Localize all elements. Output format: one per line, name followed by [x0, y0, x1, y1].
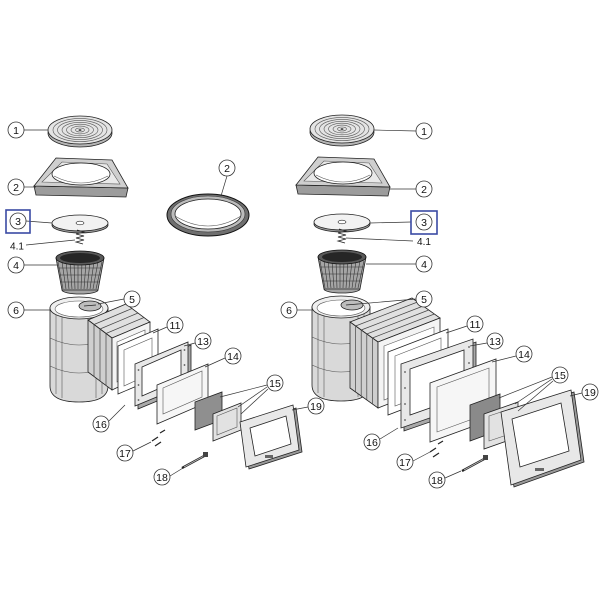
assembly-left: [33, 115, 303, 470]
callout-2-left: 2: [7, 178, 25, 196]
plate-left: [51, 214, 109, 234]
callout-17-left: 17: [116, 444, 134, 462]
callout-6-left: 6: [7, 301, 25, 319]
lid-left: [47, 115, 113, 148]
svg-text:6: 6: [13, 305, 19, 317]
callout-11-right: 11: [466, 315, 484, 333]
svg-text:5: 5: [129, 294, 135, 306]
callout-1-right: 1: [415, 122, 433, 140]
highlight-box-left: [5, 209, 31, 234]
callout-19-left: 19: [307, 397, 325, 415]
screws-17-left: [151, 429, 166, 447]
callout-15-left: 15: [266, 374, 284, 392]
basket-right: [317, 249, 367, 294]
svg-text:16: 16: [366, 437, 378, 449]
svg-text:13: 13: [197, 336, 209, 348]
svg-text:14: 14: [518, 349, 530, 361]
cover-left: [78, 300, 102, 312]
svg-text:16: 16: [95, 419, 107, 431]
svg-text:15: 15: [269, 378, 281, 390]
callout-4-1-right: 4.1: [417, 237, 431, 248]
faceplate-19-right: [500, 389, 585, 488]
svg-text:19: 19: [310, 401, 322, 413]
callout-14-left: 14: [224, 347, 242, 365]
callout-17-right: 17: [396, 453, 414, 471]
svg-text:3: 3: [15, 216, 21, 228]
callout-16-right: 16: [363, 433, 381, 451]
ring-center: [166, 193, 250, 237]
svg-text:17: 17: [119, 448, 131, 460]
svg-text:3: 3: [421, 217, 427, 229]
svg-text:15: 15: [554, 370, 566, 382]
callout-19-right: 19: [581, 383, 599, 401]
callout-15-right: 15: [551, 366, 569, 384]
svg-text:13: 13: [489, 336, 501, 348]
callout-18-right: 18: [428, 471, 446, 489]
clips-15-left: [194, 391, 242, 442]
svg-text:1: 1: [13, 125, 19, 137]
callout-18-left: 18: [153, 468, 171, 486]
spring-right: [336, 228, 348, 244]
callout-2-right: 2: [415, 180, 433, 198]
svg-text:2: 2: [13, 182, 19, 194]
frame-13-left: [134, 341, 192, 410]
svg-text:18: 18: [431, 475, 443, 487]
callout-4-1-left: 4.1: [10, 242, 24, 253]
plate-right: [313, 213, 371, 233]
svg-text:14: 14: [227, 351, 239, 363]
assembly-right: [295, 114, 585, 488]
frame-left: [33, 157, 129, 198]
callout-14-right: 14: [515, 345, 533, 363]
callout-16-left: 16: [92, 415, 110, 433]
callout-3-right: 3: [415, 213, 433, 231]
screws-17-right: [429, 440, 444, 458]
basket-left: [55, 250, 105, 295]
callout-4-left: 4: [7, 256, 25, 274]
svg-text:2: 2: [421, 184, 427, 196]
callout-3-left: 3: [9, 212, 27, 230]
callout-4-right: 4: [415, 255, 433, 273]
svg-text:11: 11: [470, 319, 481, 331]
callout-5-right: 5: [415, 290, 433, 308]
lid-right: [309, 114, 375, 147]
svg-text:18: 18: [156, 472, 168, 484]
highlight-box-right: [410, 210, 438, 235]
callout-1-left: 1: [7, 121, 25, 139]
faceplate-19-left: [239, 404, 303, 470]
svg-text:6: 6: [286, 305, 292, 317]
svg-text:4: 4: [13, 260, 19, 272]
svg-text:2: 2: [224, 163, 230, 175]
callout-5-left: 5: [123, 290, 141, 308]
leader-lines: [24, 129, 583, 479]
svg-text:19: 19: [584, 387, 596, 399]
screw-18-left: [181, 452, 208, 470]
svg-text:17: 17: [399, 457, 411, 469]
callout-13-left: 13: [194, 332, 212, 350]
spring-left: [74, 229, 86, 245]
callout-6-right: 6: [280, 301, 298, 319]
callout-11-left: 11: [166, 316, 184, 334]
screw-18-right: [461, 455, 488, 473]
svg-text:4: 4: [421, 259, 427, 271]
cover-right: [340, 299, 364, 311]
svg-text:4.1: 4.1: [417, 237, 431, 248]
svg-text:4.1: 4.1: [10, 242, 24, 253]
callout-2-center: 2: [218, 159, 236, 177]
callout-13-right: 13: [486, 332, 504, 350]
frame-right: [295, 156, 391, 197]
svg-text:11: 11: [170, 320, 181, 332]
svg-text:5: 5: [421, 294, 427, 306]
svg-text:1: 1: [421, 126, 427, 138]
